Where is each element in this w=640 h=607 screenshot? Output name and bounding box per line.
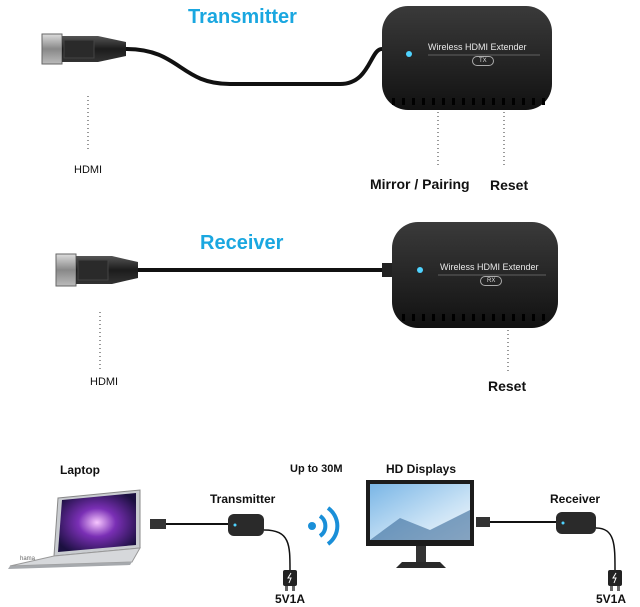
mirror-pairing-label: Mirror / Pairing: [370, 176, 470, 192]
receiver-device-label: Wireless HDMI Extender: [440, 262, 539, 272]
small-hdmi-plug-icon: [150, 519, 166, 529]
laptop-label: Laptop: [60, 463, 100, 477]
small-receiver-device: [556, 512, 596, 534]
receiver-cable-boot: [382, 263, 392, 277]
laptop-brand: hama: [20, 556, 36, 562]
power-adapter-right-icon: [608, 570, 622, 591]
transmitter-vents: [392, 98, 545, 105]
monitor-illustration: [366, 480, 474, 568]
setup-receiver-label: Receiver: [550, 492, 601, 506]
receiver-title: Receiver: [200, 232, 284, 254]
transmitter-tx-badge: TX: [472, 56, 494, 66]
led-indicator-icon: [417, 267, 423, 273]
receiver-vents: [402, 314, 545, 321]
receiver-power-cable: [595, 527, 616, 571]
receiver-hdmi-label: HDMI: [90, 376, 119, 388]
receiver-reset-label: Reset: [488, 378, 527, 394]
hd-displays-label: HD Displays: [386, 462, 457, 476]
transmitter-hdmi-plug: [41, 33, 126, 65]
transmitter-device-label: Wireless HDMI Extender: [428, 42, 527, 52]
transmitter-cable: [125, 47, 383, 86]
transmitter-hdmi-label: HDMI: [74, 164, 103, 176]
power-right-label: 5V1A: [596, 592, 627, 606]
power-left-label: 5V1A: [275, 592, 306, 606]
transmitter-title: Transmitter: [188, 6, 297, 28]
power-adapter-left-icon: [283, 570, 297, 591]
setup-transmitter-label: Transmitter: [210, 492, 276, 506]
wifi-signal-icon: [308, 506, 340, 546]
led-indicator-icon: [406, 51, 412, 57]
transmitter-device: [382, 6, 552, 110]
receiver-rx-badge: RX: [480, 276, 503, 286]
laptop-illustration: [8, 489, 141, 569]
small-transmitter-device: [228, 514, 264, 536]
range-label: Up to 30M: [290, 463, 343, 475]
transmitter-power-cable: [263, 529, 291, 571]
monitor-hdmi-plug-icon: [476, 517, 490, 527]
transmitter-reset-label: Reset: [490, 177, 529, 193]
receiver-hdmi-plug: [55, 253, 138, 287]
receiver-device: [392, 222, 558, 328]
